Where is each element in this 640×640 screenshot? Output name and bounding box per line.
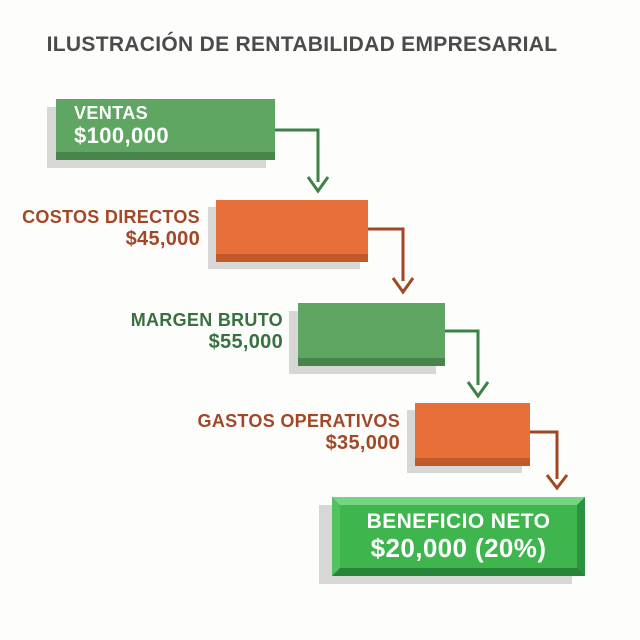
step-amount-beneficio-neto: $20,000 (20%) — [370, 533, 547, 563]
step-box-gastos-operativos — [415, 403, 530, 466]
flow-arrow-down-icon — [275, 128, 330, 194]
flow-arrow-down-icon — [368, 227, 415, 295]
step-label-costos-directos: COSTOS DIRECTOS $45,000 — [0, 206, 200, 251]
flow-arrow-down-icon — [445, 329, 490, 399]
step-box-costos-directos — [216, 200, 368, 262]
flow-arrow-down-icon — [530, 430, 569, 491]
step-name: GASTOS OPERATIVOS — [197, 411, 400, 431]
step-label-margen-bruto: MARGEN BRUTO $55,000 — [83, 309, 283, 354]
step-label-ventas: VENTAS — [74, 103, 149, 123]
step-label-gastos-operativos: GASTOS OPERATIVOS $35,000 — [170, 410, 400, 455]
step-amount: $35,000 — [325, 432, 400, 454]
step-box-beneficio-neto: BENEFICIO NETO $20,000 (20%) — [332, 497, 585, 576]
step-label-beneficio-neto: BENEFICIO NETO — [366, 510, 551, 533]
step-amount-ventas: $100,000 — [74, 123, 169, 148]
step-name: COSTOS DIRECTOS — [22, 207, 200, 227]
step-amount: $55,000 — [208, 331, 283, 353]
page-title: ILUSTRACIÓN DE RENTABILIDAD EMPRESARIAL — [46, 33, 558, 56]
step-amount: $45,000 — [125, 228, 200, 250]
step-name: MARGEN BRUTO — [130, 310, 283, 330]
step-box-ventas: VENTAS $100,000 — [56, 99, 275, 160]
step-box-margen-bruto — [298, 303, 445, 366]
